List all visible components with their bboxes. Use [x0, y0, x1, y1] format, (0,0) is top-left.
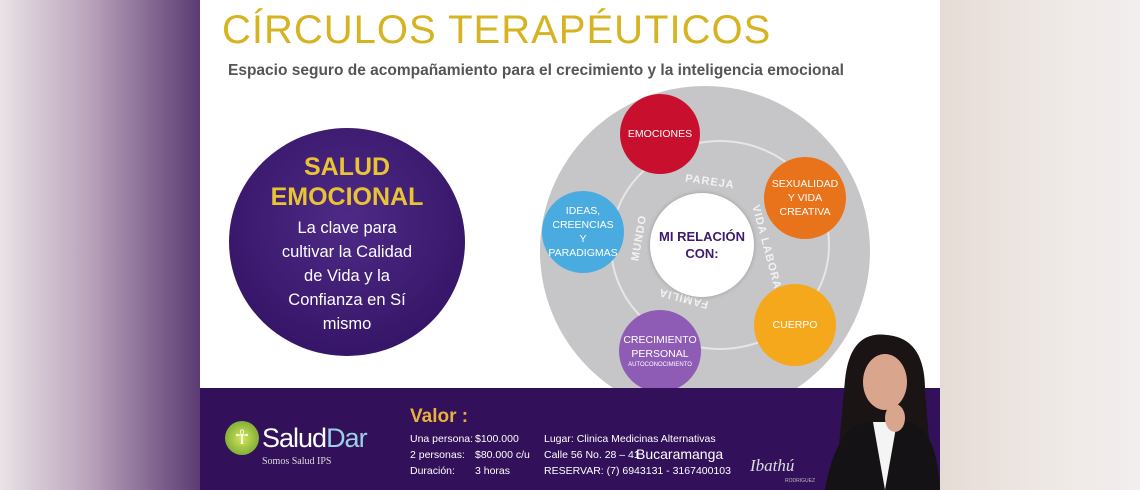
circle-sublabel: AUTOCONOCIMIENTO — [628, 362, 692, 368]
price-label: 2 personas: — [410, 449, 465, 461]
signature: Ibathú — [750, 456, 795, 475]
salud-text-line: Confianza en Sí — [288, 291, 406, 309]
salud-heading: SALUD — [303, 153, 391, 181]
circle-emociones: EMOCIONES — [620, 94, 700, 174]
logo-text: Dar — [326, 422, 368, 453]
circle-label: IDEAS, CREENCIAS Y PARADIGMAS — [548, 205, 618, 259]
salud-text-line: mismo — [322, 315, 372, 333]
logo-tagline: Somos Salud IPS — [262, 456, 332, 467]
circle-label: EMOCIONES — [627, 128, 693, 140]
calle: Calle 56 No. 28 – 41 — [544, 449, 640, 461]
circle-label: CUERPO — [772, 319, 818, 331]
salud-text-line: cultivar la Calidad — [281, 243, 413, 261]
valor-heading: Valor : — [410, 406, 469, 427]
salud-emocional-circle: SALUD EMOCIONAL La clave para cultivar l… — [229, 128, 465, 356]
circle-label: SEXUALIDAD Y VIDA CREATIVA — [771, 178, 839, 218]
portrait-photo — [825, 334, 940, 490]
center-text: CON: — [685, 246, 719, 261]
salud-text-line: de Vida y la — [304, 267, 390, 285]
page-title: CÍRCULOS TERAPÉUTICOS — [222, 8, 772, 52]
ciudad: Bucaramanga — [636, 446, 724, 462]
person-icon: ☥ — [225, 421, 259, 455]
price-value: $80.000 c/u — [475, 449, 530, 461]
salud-heading-2: EMOCIONAL — [270, 183, 424, 211]
footer-band: ☥ SaludDar Somos Salud IPS Valor : Una p… — [200, 388, 940, 490]
center-circle: MI RELACIÓN CON: — [650, 193, 754, 297]
price-value: $100.000 — [475, 433, 519, 445]
signature-sub: RODRIGUEZ — [785, 478, 815, 484]
center-text: MI RELACIÓN — [659, 229, 745, 244]
salud-text-line: La clave para — [297, 219, 397, 237]
circle-crecimiento: CRECIMIENTO PERSONAL AUTOCONOCIMIENTO — [619, 310, 701, 392]
flyer: CÍRCULOS TERAPÉUTICOS Espacio seguro de … — [200, 0, 940, 490]
price-value: 3 horas — [475, 465, 511, 477]
background-left — [0, 0, 200, 490]
background-right — [940, 0, 1140, 490]
price-label: Una persona: — [410, 433, 474, 445]
lugar: Lugar: Clinica Medicinas Alternativas — [544, 433, 716, 445]
circle-ideas: IDEAS, CREENCIAS Y PARADIGMAS — [542, 191, 624, 273]
circle-sexualidad: SEXUALIDAD Y VIDA CREATIVA — [764, 157, 846, 239]
circle-label: CRECIMIENTO PERSONAL — [623, 334, 697, 360]
logo-text: Salud — [262, 422, 327, 453]
circle-cuerpo: CUERPO — [754, 284, 836, 366]
saluddar-logo: ☥ SaludDar — [225, 421, 368, 455]
reservar: RESERVAR: (7) 6943131 - 3167400103 — [544, 465, 731, 477]
subtitle: Espacio seguro de acompañamiento para el… — [228, 62, 844, 79]
price-label: Duración: — [410, 465, 455, 477]
